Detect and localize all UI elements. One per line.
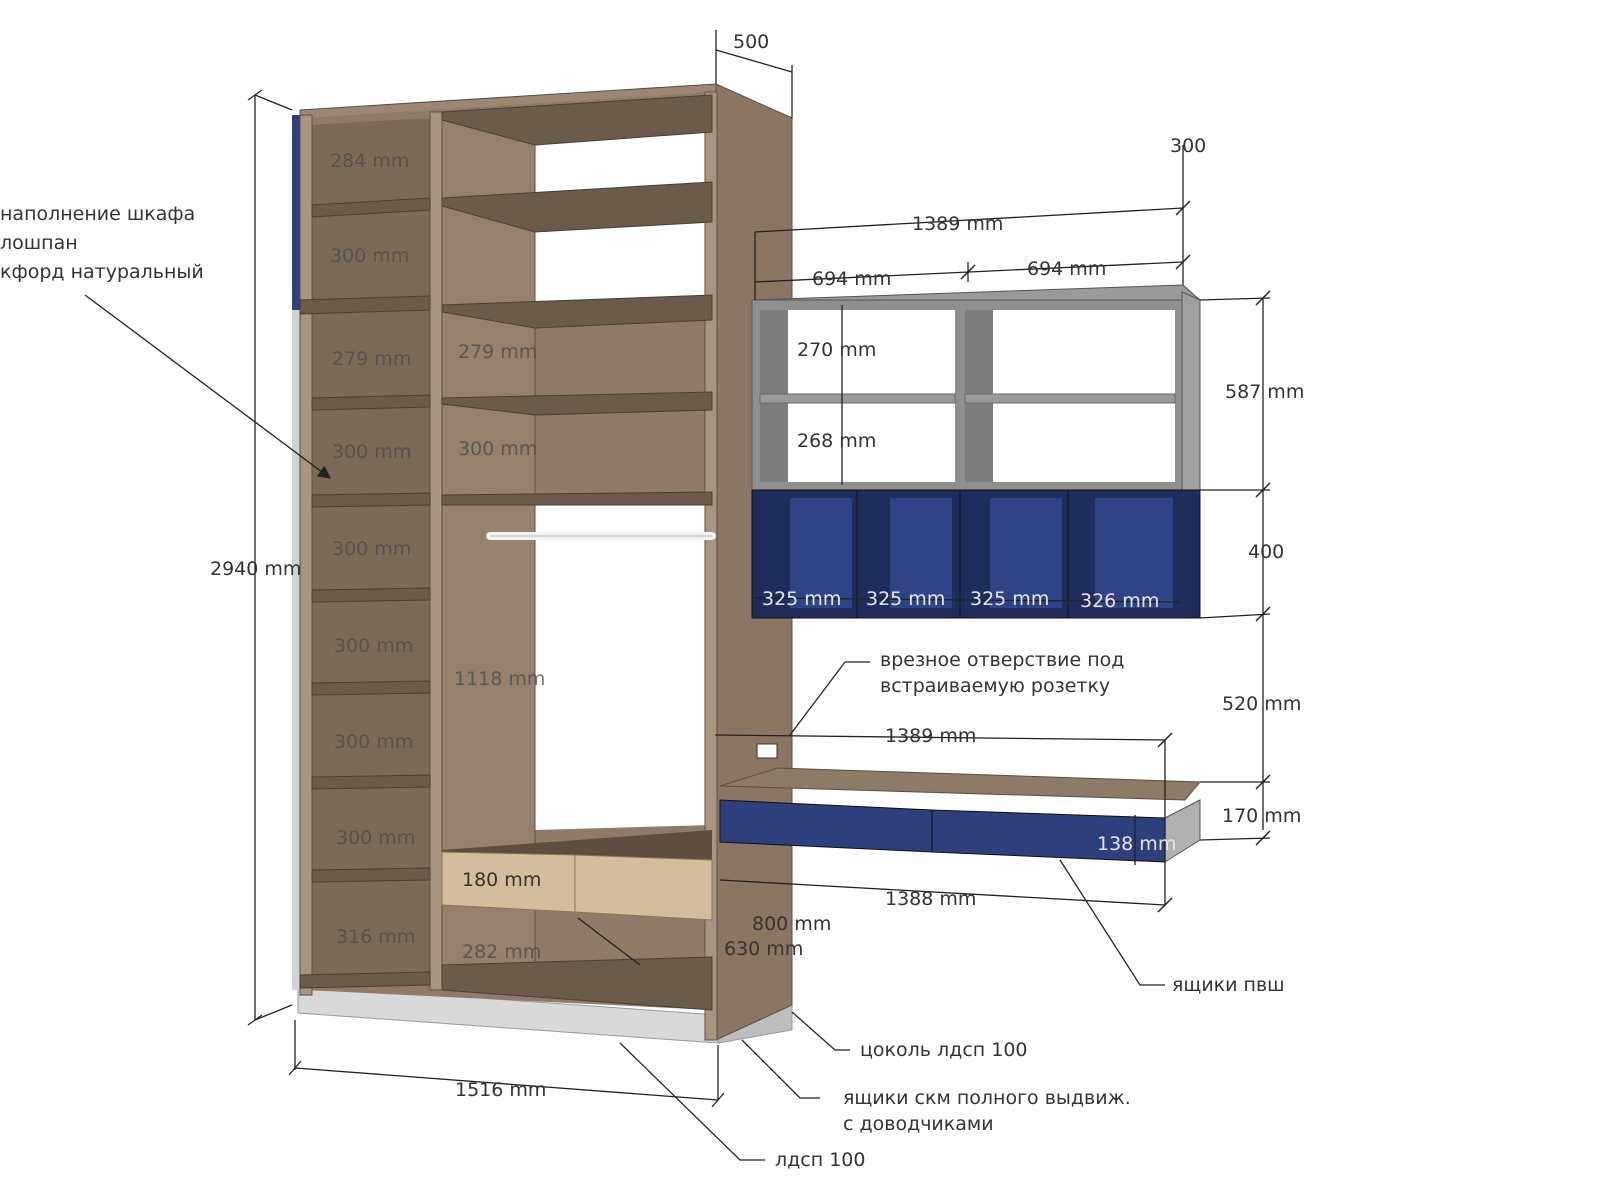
- dim-blue-w1: 325 mm: [762, 588, 841, 610]
- note-drawers-pvsh: ящики пвш: [1172, 974, 1285, 996]
- wall-shelf: [751, 284, 1202, 619]
- dim-mid-4: 180 mm: [462, 869, 541, 891]
- partition-middle: [429, 111, 443, 991]
- dim-shelf-h-bottom: 268 mm: [797, 430, 876, 452]
- dim-mid-5: 282 mm: [462, 941, 541, 963]
- dim-mid-3: 1118 mm: [454, 668, 545, 690]
- left-column-dims: 284 mm 300 mm 279 mm 300 mm 300 mm 300 m…: [330, 150, 415, 948]
- dim-desk-bottom-w: 1388 mm: [885, 888, 976, 910]
- dim-mid-2: 300 mm: [458, 438, 537, 460]
- dim-left-9: 316 mm: [336, 926, 415, 948]
- dim-blue-block-h: 400: [1248, 541, 1284, 563]
- dim-width-total: 1516 mm: [455, 1079, 546, 1101]
- note-fill-line-2: лошпан: [0, 232, 78, 254]
- note-drawers-skm-line-1: ящики скм полного выдвиж.: [843, 1087, 1131, 1109]
- dim-shelf-width: 1389 mm: [912, 213, 1003, 235]
- drawer-front-right: [574, 854, 713, 921]
- drawer-top: [442, 830, 712, 860]
- note-socket-line-1: врезное отверствие под: [880, 649, 1124, 671]
- upper-opening-2: [535, 222, 712, 305]
- blue-door-1: [790, 498, 852, 608]
- shelf-mid-left: [759, 393, 956, 404]
- note-fill-line-3: кфорд натуральный: [0, 261, 204, 283]
- dim-left-2: 300 mm: [330, 245, 409, 267]
- middle-shelves: [441, 94, 713, 1011]
- shelf-side: [1181, 291, 1201, 491]
- dim-left-3: 279 mm: [332, 348, 411, 370]
- dim-left-1: 284 mm: [330, 150, 409, 172]
- left-column-back: [310, 118, 430, 988]
- left-edge-navy: [292, 115, 301, 310]
- shelf-mid-right: [964, 393, 1176, 404]
- note-fill-line-1: наполнение шкафа: [0, 203, 195, 225]
- hanging-space: [535, 500, 712, 830]
- dim-left-5: 300 mm: [332, 538, 411, 560]
- blue-door-3: [990, 498, 1062, 608]
- middle-column-dims: 279 mm 300 mm 1118 mm 180 mm 282 mm: [454, 341, 545, 963]
- note-drawers-skm-line-2: с доводчиками: [843, 1113, 994, 1135]
- dim-desk-top-w: 1389 mm: [885, 725, 976, 747]
- annotation-fill: наполнение шкафа лошпан кфорд натуральны…: [0, 203, 204, 283]
- socket-icon: [756, 743, 778, 759]
- dim-shelf-h-top: 270 mm: [797, 339, 876, 361]
- left-shelves: [299, 197, 431, 989]
- dim-desk-height-from-floor: 800 mm: [752, 913, 831, 935]
- dim-left-7: 300 mm: [334, 731, 413, 753]
- dim-shelf-half-right: 694 mm: [1027, 258, 1106, 280]
- dim-left-8: 300 mm: [336, 827, 415, 849]
- dim-desk-h: 170 mm: [1222, 805, 1301, 827]
- upper-opening-1: [535, 132, 712, 198]
- desk: [719, 767, 1202, 863]
- dim-depth-top: 500: [733, 31, 769, 53]
- dim-gap-h: 520 mm: [1222, 693, 1301, 715]
- dim-blue-w2: 325 mm: [866, 588, 945, 610]
- dim-blue-w3: 325 mm: [970, 588, 1049, 610]
- dim-shelf-half-left: 694 mm: [812, 268, 891, 290]
- left-edge-light: [292, 310, 301, 990]
- dim-left-4: 300 mm: [332, 441, 411, 463]
- dim-drawer-h: 138 mm: [1097, 833, 1176, 855]
- note-socket-line-2: встраиваемую розетку: [880, 675, 1110, 697]
- partition-left: [299, 114, 313, 996]
- dim-shelf-block-h: 587 mm: [1225, 381, 1304, 403]
- blue-door-2: [890, 498, 952, 608]
- blue-door-4: [1095, 498, 1173, 608]
- dim-blue-w4: 326 mm: [1080, 590, 1159, 612]
- dim-height-total: 2940 mm: [210, 558, 301, 580]
- partition-right: [704, 91, 718, 1041]
- dim-cabinet-depth-lower: 630 mm: [724, 938, 803, 960]
- dimension-ticks: [960, 200, 1271, 913]
- wardrobe: [292, 83, 793, 1044]
- dim-left-6: 300 mm: [334, 635, 413, 657]
- note-ldsp: лдсп 100: [775, 1149, 865, 1171]
- leader-lines: [84, 294, 1165, 1161]
- note-plinth: цоколь лдсп 100: [860, 1039, 1028, 1061]
- dim-depth-shelf: 300: [1170, 135, 1206, 157]
- dim-mid-1: 279 mm: [458, 341, 537, 363]
